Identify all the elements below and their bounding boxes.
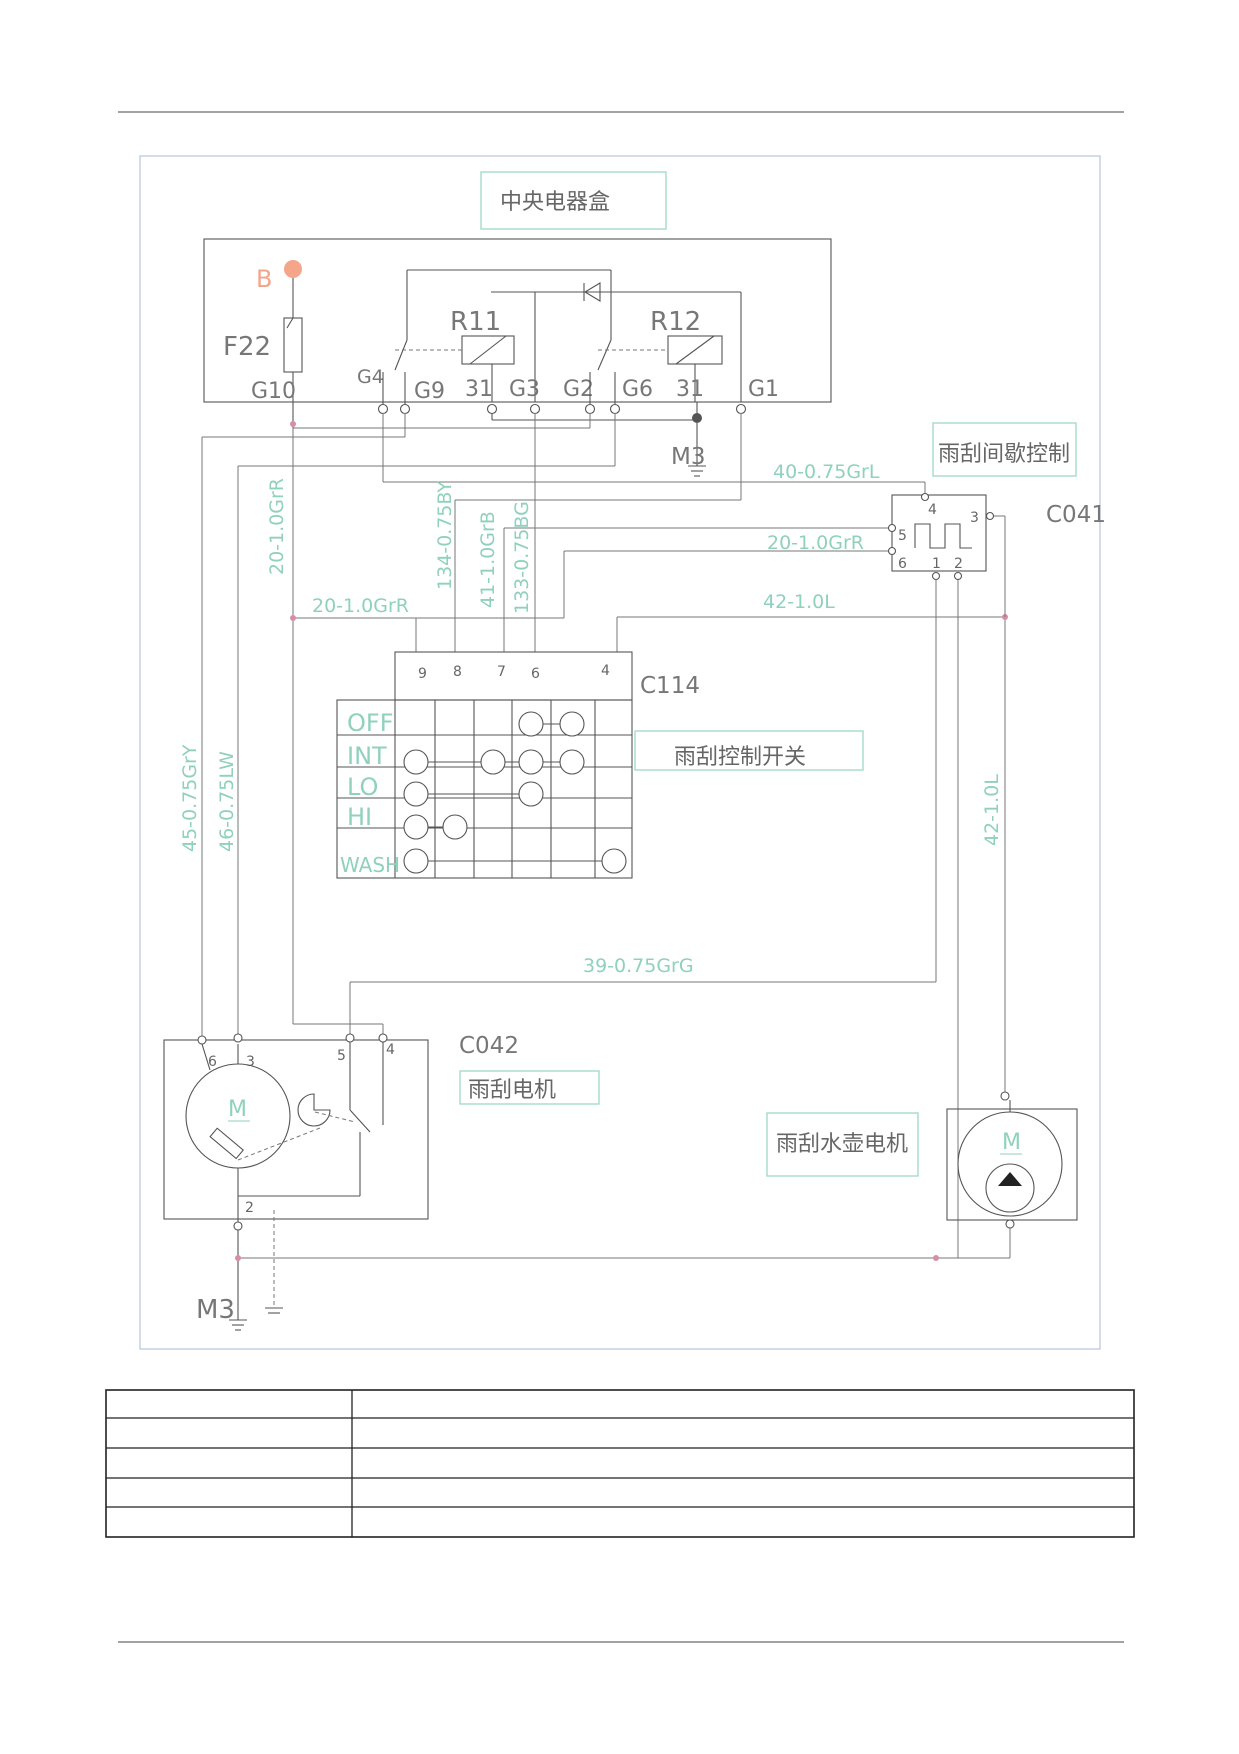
relay-r11-label: R11 [450,307,501,337]
connector-c041 [891,494,987,572]
relay-r12-label: R12 [650,307,701,337]
switch-pos-hi: HI [347,803,372,831]
svg-text:6: 6 [531,666,540,682]
svg-text:4: 4 [928,502,937,518]
pulse-symbol [914,523,972,549]
pin-g10: G10 [251,379,296,404]
svg-text:4: 4 [386,1042,395,1058]
battery-terminal [284,260,302,278]
wire-label-134-075by: 134-0.75BY [434,481,456,590]
svg-text:9: 9 [418,666,427,682]
pin-g6: G6 [622,377,653,402]
pin-31a: 31 [465,377,493,402]
pin-31b: 31 [676,377,704,402]
ground-m3-top: M3 [671,444,705,470]
svg-text:3: 3 [246,1054,255,1070]
wire-label-20-10grr-v: 20-1.0GrR [266,478,288,575]
battery-label: B [256,265,272,293]
intermittent-title-frame [932,422,1077,477]
pin-g1: G1 [748,377,779,402]
fuse-label: F22 [223,332,271,362]
central-box [203,238,832,403]
svg-text:3: 3 [970,510,979,526]
washer-title-frame [766,1112,919,1177]
svg-text:M: M [228,1097,247,1122]
c042-label: C042 [459,1033,519,1059]
wire-label-46-075lw: 46-0.75LW [216,751,238,852]
wire-label-42-10l-b: 42-1.0L [981,774,1003,846]
switch-title-frame [634,730,864,771]
svg-text:4: 4 [601,663,610,679]
pin-g9: G9 [414,379,445,404]
switch-pos-wash: WASH [340,853,400,877]
switch-title: 雨刮控制开关 [674,745,806,770]
wiper-motor-title-frame [459,1070,600,1105]
pin-g4: G4 [357,366,384,388]
wiper-motor-title: 雨刮电机 [468,1078,556,1103]
wire-label-39-075grg: 39-0.75GrG [583,955,694,977]
svg-text:M: M [1002,1130,1021,1155]
pin-g3: G3 [509,377,540,402]
pin-g2: G2 [563,377,594,402]
intermittent-title: 雨刮间歇控制 [938,442,1070,467]
svg-text:2: 2 [954,556,963,572]
switch-pos-int: INT [347,742,387,770]
svg-text:5: 5 [337,1048,346,1064]
washer-title: 雨刮水壶电机 [776,1132,908,1157]
c041-label: C041 [1046,502,1106,528]
svg-text:2: 2 [245,1200,254,1216]
wire-label-20-10grr-b: 20-1.0GrR [312,595,409,617]
switch-pos-off: OFF [347,709,394,737]
fuse-f22 [283,317,303,373]
ground-m3-bottom: M3 [196,1295,235,1325]
wire-label-40-075grl: 40-0.75GrL [773,461,880,483]
connector-c114 [394,651,633,701]
info-table [105,1389,1135,1538]
diode [583,282,601,302]
switch-contacts [403,711,627,874]
switch-pos-lo: LO [347,773,378,801]
wire-label-20-10grr-a: 20-1.0GrR [767,532,864,554]
svg-text:8: 8 [453,664,462,680]
central-box-title: 中央电器盒 [500,190,610,215]
wire-label-133-075bg: 133-0.75BG [511,501,533,614]
svg-text:7: 7 [497,664,506,680]
svg-text:5: 5 [898,528,907,544]
diagram-frame [139,155,1101,1350]
wire-label-41-10grb: 41-1.0GrB [477,511,499,608]
svg-text:6: 6 [208,1054,217,1070]
svg-text:6: 6 [898,556,907,572]
relay-r11-contact [394,339,408,371]
central-box-title-frame [480,171,667,230]
park-cam-icon [297,1093,331,1127]
connector-c042 [163,1039,429,1220]
c114-label: C114 [640,673,700,699]
svg-text:1: 1 [932,556,941,572]
wire-label-42-10l-a: 42-1.0L [763,591,835,613]
relay-r12-contact [597,339,612,371]
wire-label-45-075gry: 45-0.75GrY [179,744,201,852]
